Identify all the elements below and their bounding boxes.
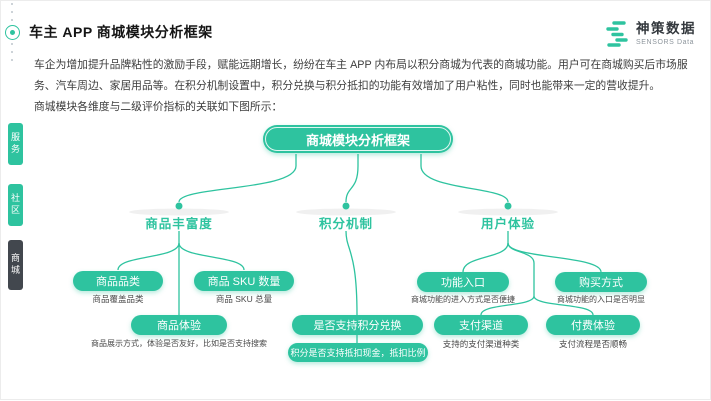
sidebar-tab-service[interactable]: 服务 [8, 123, 23, 165]
node-product-category: 商品品类 [73, 271, 163, 291]
node-sku-count: 商品 SKU 数量 [194, 271, 294, 291]
logo-text-cn: 神策数据 [636, 20, 696, 36]
intro-paragraph: 车企为增加提升品牌粘性的激励手段，赋能远期增长，纷纷在车主 APP 内布局以积分… [34, 59, 688, 92]
sidebar-tab-label: 商城 [10, 253, 20, 277]
node-payment-experience: 付费体验 [546, 315, 640, 335]
diagram-root-node: 商城模块分析框架 [263, 125, 453, 153]
branch-label-points: 积分机制 [318, 217, 373, 231]
brand-logo: 神策数据 SENSORS Data [604, 20, 696, 48]
bullet-target-icon [5, 25, 20, 40]
page-title: 车主 APP 商城模块分析框架 [29, 24, 213, 40]
caption-feature-entry: 商城功能的进入方式是否便捷 [411, 295, 515, 304]
logo-text-en: SENSORS Data [636, 38, 695, 46]
node-points-redeem: 是否支持积分兑换 [292, 315, 423, 335]
caption-product-experience: 商品展示方式，体验是否友好，比如是否支持搜索 [91, 339, 267, 348]
node-product-experience: 商品体验 [131, 315, 227, 335]
caption-payment-channel: 支持的支付渠道种类 [442, 339, 520, 349]
node-payment-channel: 支付渠道 [434, 315, 528, 335]
caption-payment-experience: 支付流程是否顺畅 [558, 339, 627, 349]
sidebar-tab-community[interactable]: 社区 [8, 184, 23, 226]
node-feature-entry: 功能入口 [417, 272, 509, 292]
sensors-logo-icon [606, 21, 628, 47]
sidebar-tab-label: 服务 [10, 132, 20, 156]
caption-sku-count: 商品 SKU 总量 [215, 294, 273, 304]
sidebar-tab-label: 社区 [10, 193, 20, 217]
intro-text: 车企为增加提升品牌粘性的激励手段，赋能远期增长，纷纷在车主 APP 内布局以积分… [34, 55, 694, 118]
intro-lead-in: 商城模块各维度与二级评价指标的关联如下图所示： [34, 101, 283, 113]
sidebar-tab-mall[interactable]: 商城 [8, 240, 23, 290]
node-points-deduction: 积分是否支持抵扣现金，抵扣比例 [288, 343, 428, 362]
node-purchase-method: 购买方式 [555, 272, 647, 292]
branch-label-richness: 商品丰富度 [145, 217, 213, 231]
caption-product-category: 商品覆盖品类 [92, 294, 144, 304]
caption-purchase-method: 商城功能的入口是否明显 [557, 295, 645, 304]
branch-label-ux: 用户体验 [480, 217, 535, 231]
